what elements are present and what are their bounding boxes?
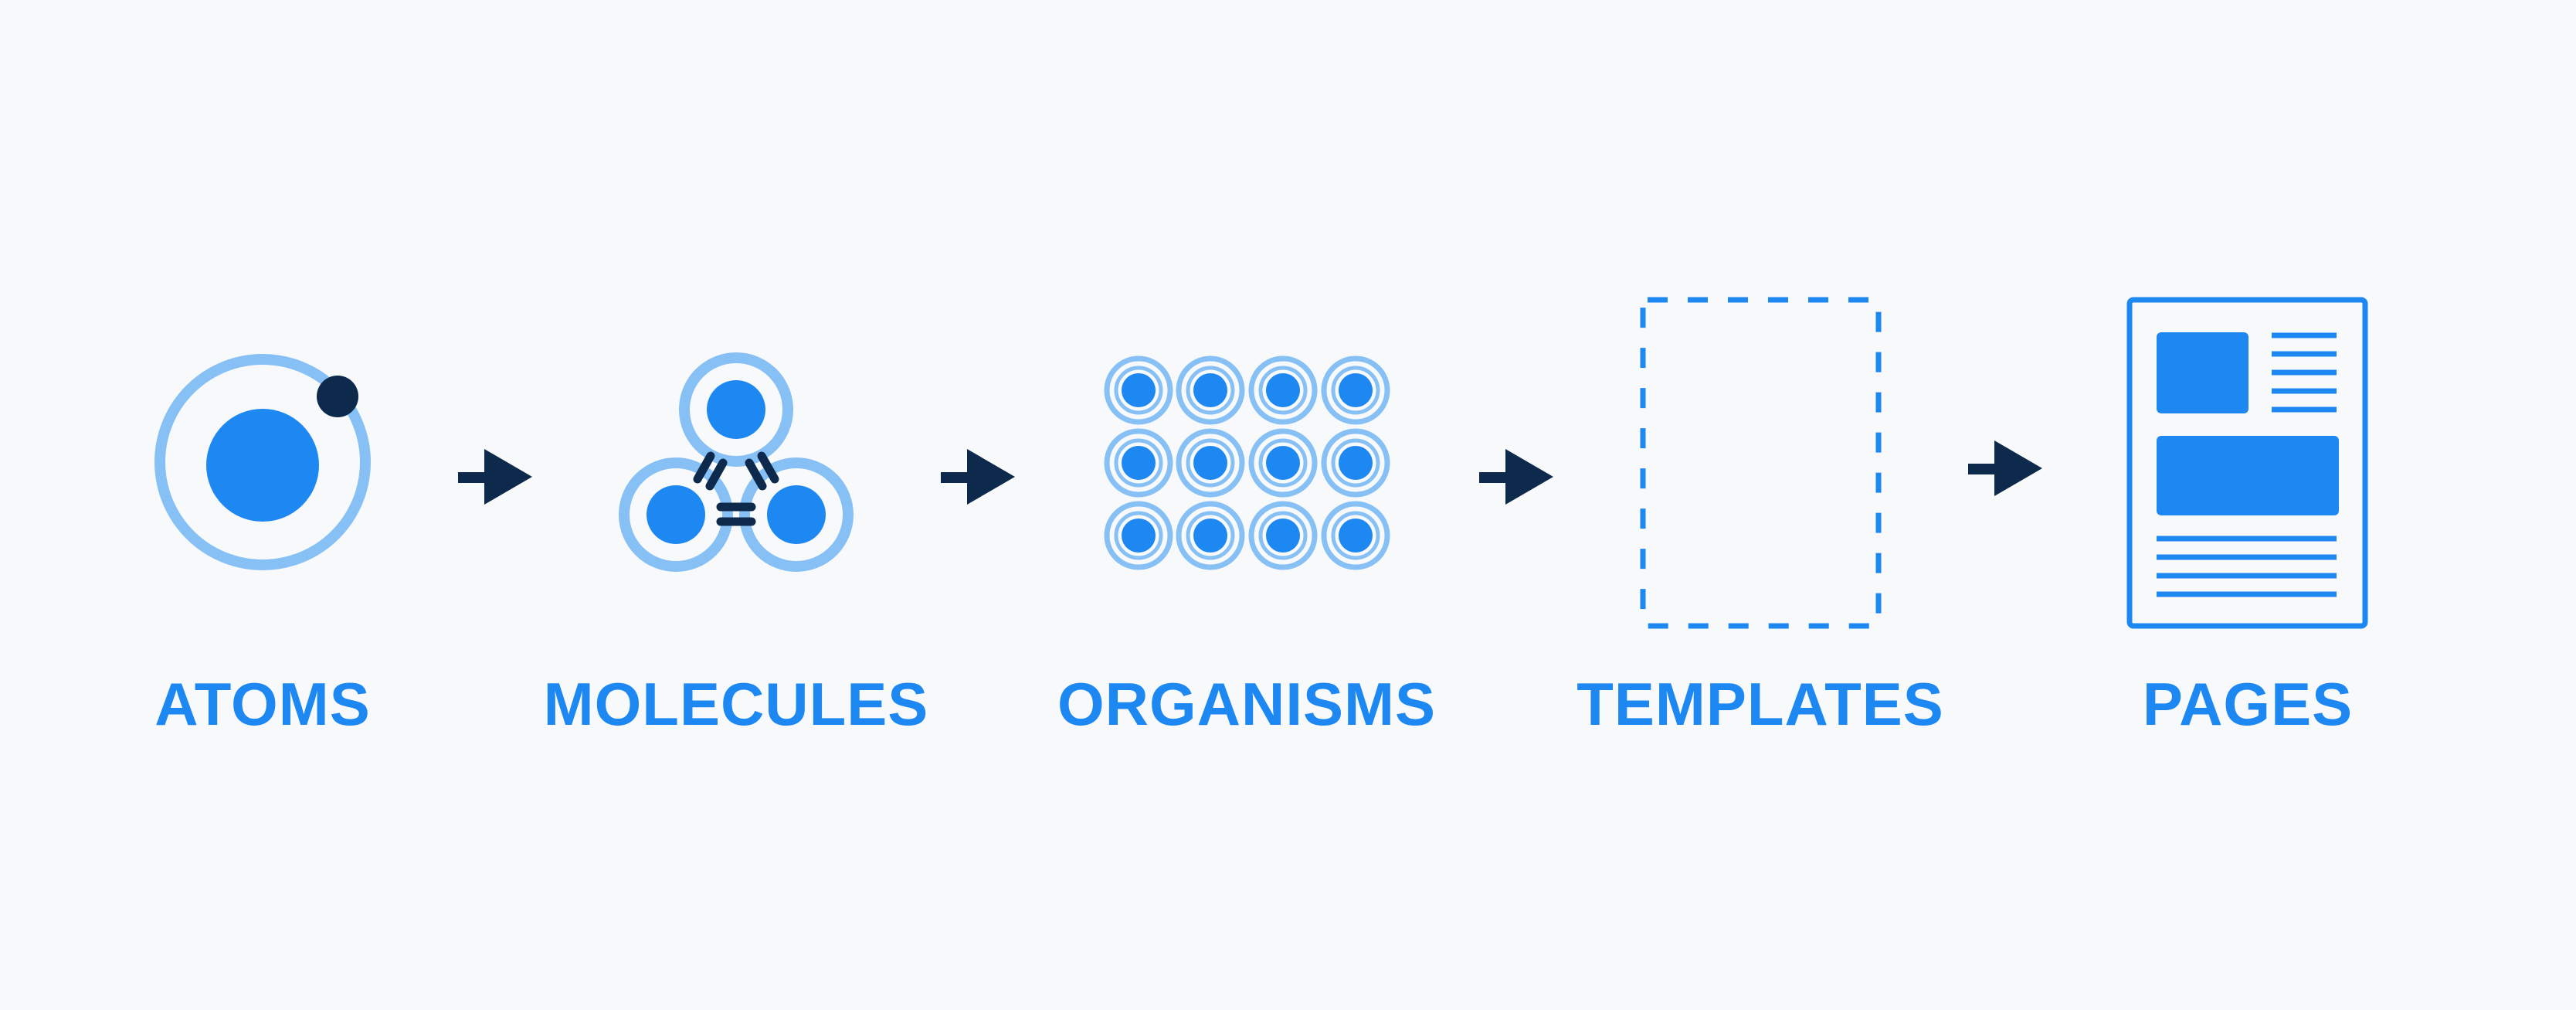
template-frame — [1640, 297, 1882, 629]
organism-cell-inner-ring — [1258, 511, 1308, 560]
stage-label-pages: PAGES — [2143, 670, 2353, 738]
page-body-text-lines — [2157, 536, 2337, 597]
organism-cell-nucleus — [1266, 519, 1300, 553]
stage-label-atoms: ATOMS — [154, 670, 370, 738]
molecule-icon — [619, 352, 854, 572]
page-layout-icon — [2126, 297, 2368, 629]
dashed-template-icon — [1640, 297, 1882, 629]
organism-cell-inner-ring — [1186, 438, 1235, 488]
organism-cell — [1321, 501, 1390, 570]
organism-cell-inner-ring — [1114, 438, 1163, 488]
organism-cell — [1104, 355, 1173, 425]
page-banner-block — [2157, 436, 2339, 515]
organism-cell — [1176, 501, 1245, 570]
organism-cell-nucleus — [1193, 446, 1227, 480]
stage-label-templates: TEMPLATES — [1576, 670, 1944, 738]
organism-grid-icon — [1104, 355, 1390, 570]
organism-cell — [1104, 428, 1173, 498]
organism-cell-nucleus — [1122, 373, 1156, 407]
arrow-right-icon — [1968, 440, 2042, 496]
arrow-right-icon — [1479, 449, 1553, 505]
organism-cell — [1176, 428, 1245, 498]
organism-cell — [1176, 355, 1245, 425]
organism-cell-nucleus — [1193, 373, 1227, 407]
arrow-right-icon — [458, 449, 532, 505]
molecule-atom-top — [707, 380, 765, 439]
organism-cell-inner-ring — [1331, 438, 1380, 488]
atom-nucleus — [206, 409, 319, 522]
organism-cell-inner-ring — [1114, 366, 1163, 415]
organism-cell — [1248, 355, 1318, 425]
molecule-bond-bottom — [716, 502, 756, 526]
organism-cell-nucleus — [1193, 519, 1227, 553]
organism-cell-inner-ring — [1258, 438, 1308, 488]
organism-cell-nucleus — [1266, 446, 1300, 480]
organism-cell — [1248, 428, 1318, 498]
atom-icon — [154, 354, 371, 570]
organism-cell-nucleus — [1266, 373, 1300, 407]
organism-cell — [1104, 501, 1173, 570]
stage-label-molecules: MOLECULES — [544, 670, 929, 738]
stage-label-organisms: ORGANISMS — [1057, 670, 1436, 738]
organism-cell-inner-ring — [1186, 366, 1235, 415]
organism-cell-nucleus — [1122, 446, 1156, 480]
page-image-block — [2157, 332, 2248, 413]
molecule-bond-left — [693, 451, 728, 491]
organism-cell — [1248, 501, 1318, 570]
molecule-atom-right — [767, 485, 826, 544]
page-side-text-lines — [2272, 332, 2337, 413]
atom-electron — [317, 376, 358, 417]
organism-cell-inner-ring — [1186, 511, 1235, 560]
organism-cell-inner-ring — [1331, 366, 1380, 415]
atom-orbit — [154, 354, 371, 570]
organism-cell-inner-ring — [1114, 511, 1163, 560]
organism-cell — [1321, 355, 1390, 425]
organism-cell-inner-ring — [1258, 366, 1308, 415]
organism-cell-nucleus — [1339, 373, 1373, 407]
molecule-atom-left — [647, 485, 705, 544]
organism-cell-inner-ring — [1331, 511, 1380, 560]
organism-cell-nucleus — [1339, 446, 1373, 480]
organism-cell-nucleus — [1339, 519, 1373, 553]
page-frame — [2126, 297, 2368, 629]
molecule-bond-right — [745, 451, 779, 491]
organism-cell — [1321, 428, 1390, 498]
organism-cell-nucleus — [1122, 519, 1156, 553]
arrow-right-icon — [941, 449, 1015, 505]
